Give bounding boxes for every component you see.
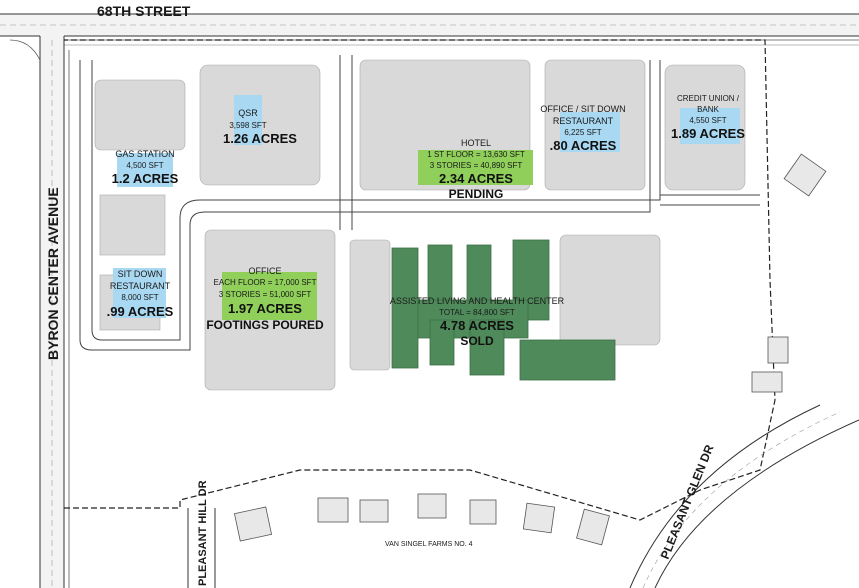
- subdivision-label: VAN SINGEL FARMS NO. 4: [385, 541, 473, 548]
- credit-union-name-1: CREDIT UNION /: [677, 94, 740, 103]
- office-name: OFFICE: [249, 266, 282, 276]
- hotel-name: HOTEL: [461, 138, 491, 148]
- residential-lots: [233, 153, 827, 546]
- pleasant-hill-dr-label: PLEASANT HILL DR: [197, 480, 209, 586]
- office-restaurant-sft: 6,225 SFT: [564, 128, 601, 137]
- sit-down-sft: 8,000 SFT: [121, 293, 158, 302]
- office-status: FOOTINGS POURED: [206, 318, 324, 332]
- office-stories: 3 STORIES = 51,000 SFT: [219, 290, 312, 299]
- parcel-hotel: HOTEL 1 ST FLOOR = 13,630 SFT 3 STORIES …: [418, 138, 533, 201]
- office-label-box: [222, 272, 317, 320]
- credit-union-label-box: [680, 108, 740, 144]
- sit-down-name-1: SIT DOWN: [118, 269, 163, 279]
- sit-down-label-box: [113, 268, 166, 318]
- pleasant-hill-dr: [187, 508, 216, 588]
- credit-union-acres: 1.89 ACRES: [671, 126, 745, 141]
- assisted-name: ASSISTED LIVING AND HEALTH CENTER: [390, 296, 565, 306]
- parcel-sit-down-restaurant: SIT DOWN RESTAURANT 8,000 SFT .99 ACRES: [107, 268, 174, 319]
- sit-down-acres: .99 ACRES: [107, 304, 174, 319]
- qsr-acres: 1.26 ACRES: [223, 131, 297, 146]
- parcel-office: OFFICE EACH FLOOR = 17,000 SFT 3 STORIES…: [206, 266, 324, 332]
- qsr-sft: 3,598 SFT: [229, 121, 266, 130]
- office-restaurant-name-2: RESTAURANT: [553, 116, 614, 126]
- hotel-label-box: [418, 150, 533, 185]
- sit-down-name-2: RESTAURANT: [110, 281, 171, 291]
- internal-drives: [79, 55, 760, 351]
- parcel-qsr: QSR 3,598 SFT 1.26 ACRES: [223, 95, 297, 146]
- office-restaurant-label-box: [560, 112, 620, 152]
- office-acres: 1.97 ACRES: [228, 301, 302, 316]
- hotel-status: PENDING: [449, 187, 504, 201]
- assisted-status: SOLD: [460, 334, 494, 348]
- parcel-gas-station: GAS STATION 4,500 SFT 1.2 ACRES: [112, 149, 179, 187]
- gas-station-name: GAS STATION: [115, 149, 174, 159]
- assisted-acres: 4.78 ACRES: [440, 318, 514, 333]
- credit-union-name-2: BANK: [697, 105, 719, 114]
- office-restaurant-name-1: OFFICE / SIT DOWN: [540, 104, 625, 114]
- assisted-total: TOTAL = 84,800 SFT: [439, 308, 515, 317]
- parcel-assisted-living: ASSISTED LIVING AND HEALTH CENTER TOTAL …: [390, 296, 565, 348]
- office-restaurant-acres: .80 ACRES: [550, 138, 617, 153]
- parcel-credit-union: CREDIT UNION / BANK 4,550 SFT 1.89 ACRES: [671, 94, 745, 144]
- hotel-floor: 1 ST FLOOR = 13,630 SFT: [427, 150, 525, 159]
- byron-center-avenue: [9, 30, 70, 588]
- street-68th: [0, 13, 859, 46]
- byron-center-avenue-label: BYRON CENTER AVENUE: [45, 187, 61, 360]
- qsr-name: QSR: [238, 108, 258, 118]
- pleasant-glen-dr: [629, 404, 859, 588]
- hotel-stories: 3 STORIES = 40,890 SFT: [430, 161, 523, 170]
- qsr-label-box: [234, 95, 262, 145]
- credit-union-sft: 4,550 SFT: [689, 116, 726, 125]
- street-68th-label: 68TH STREET: [97, 3, 191, 19]
- gas-station-acres: 1.2 ACRES: [112, 171, 179, 186]
- office-floor: EACH FLOOR = 17,000 SFT: [214, 278, 317, 287]
- parking-pads: [94, 59, 746, 391]
- hotel-acres: 2.34 ACRES: [439, 171, 513, 186]
- parcel-office-restaurant: OFFICE / SIT DOWN RESTAURANT 6,225 SFT .…: [540, 104, 625, 153]
- gas-station-sft: 4,500 SFT: [126, 161, 163, 170]
- assisted-living-building: [391, 239, 616, 381]
- property-boundary: [64, 39, 776, 521]
- gas-station-label-box: [117, 153, 173, 187]
